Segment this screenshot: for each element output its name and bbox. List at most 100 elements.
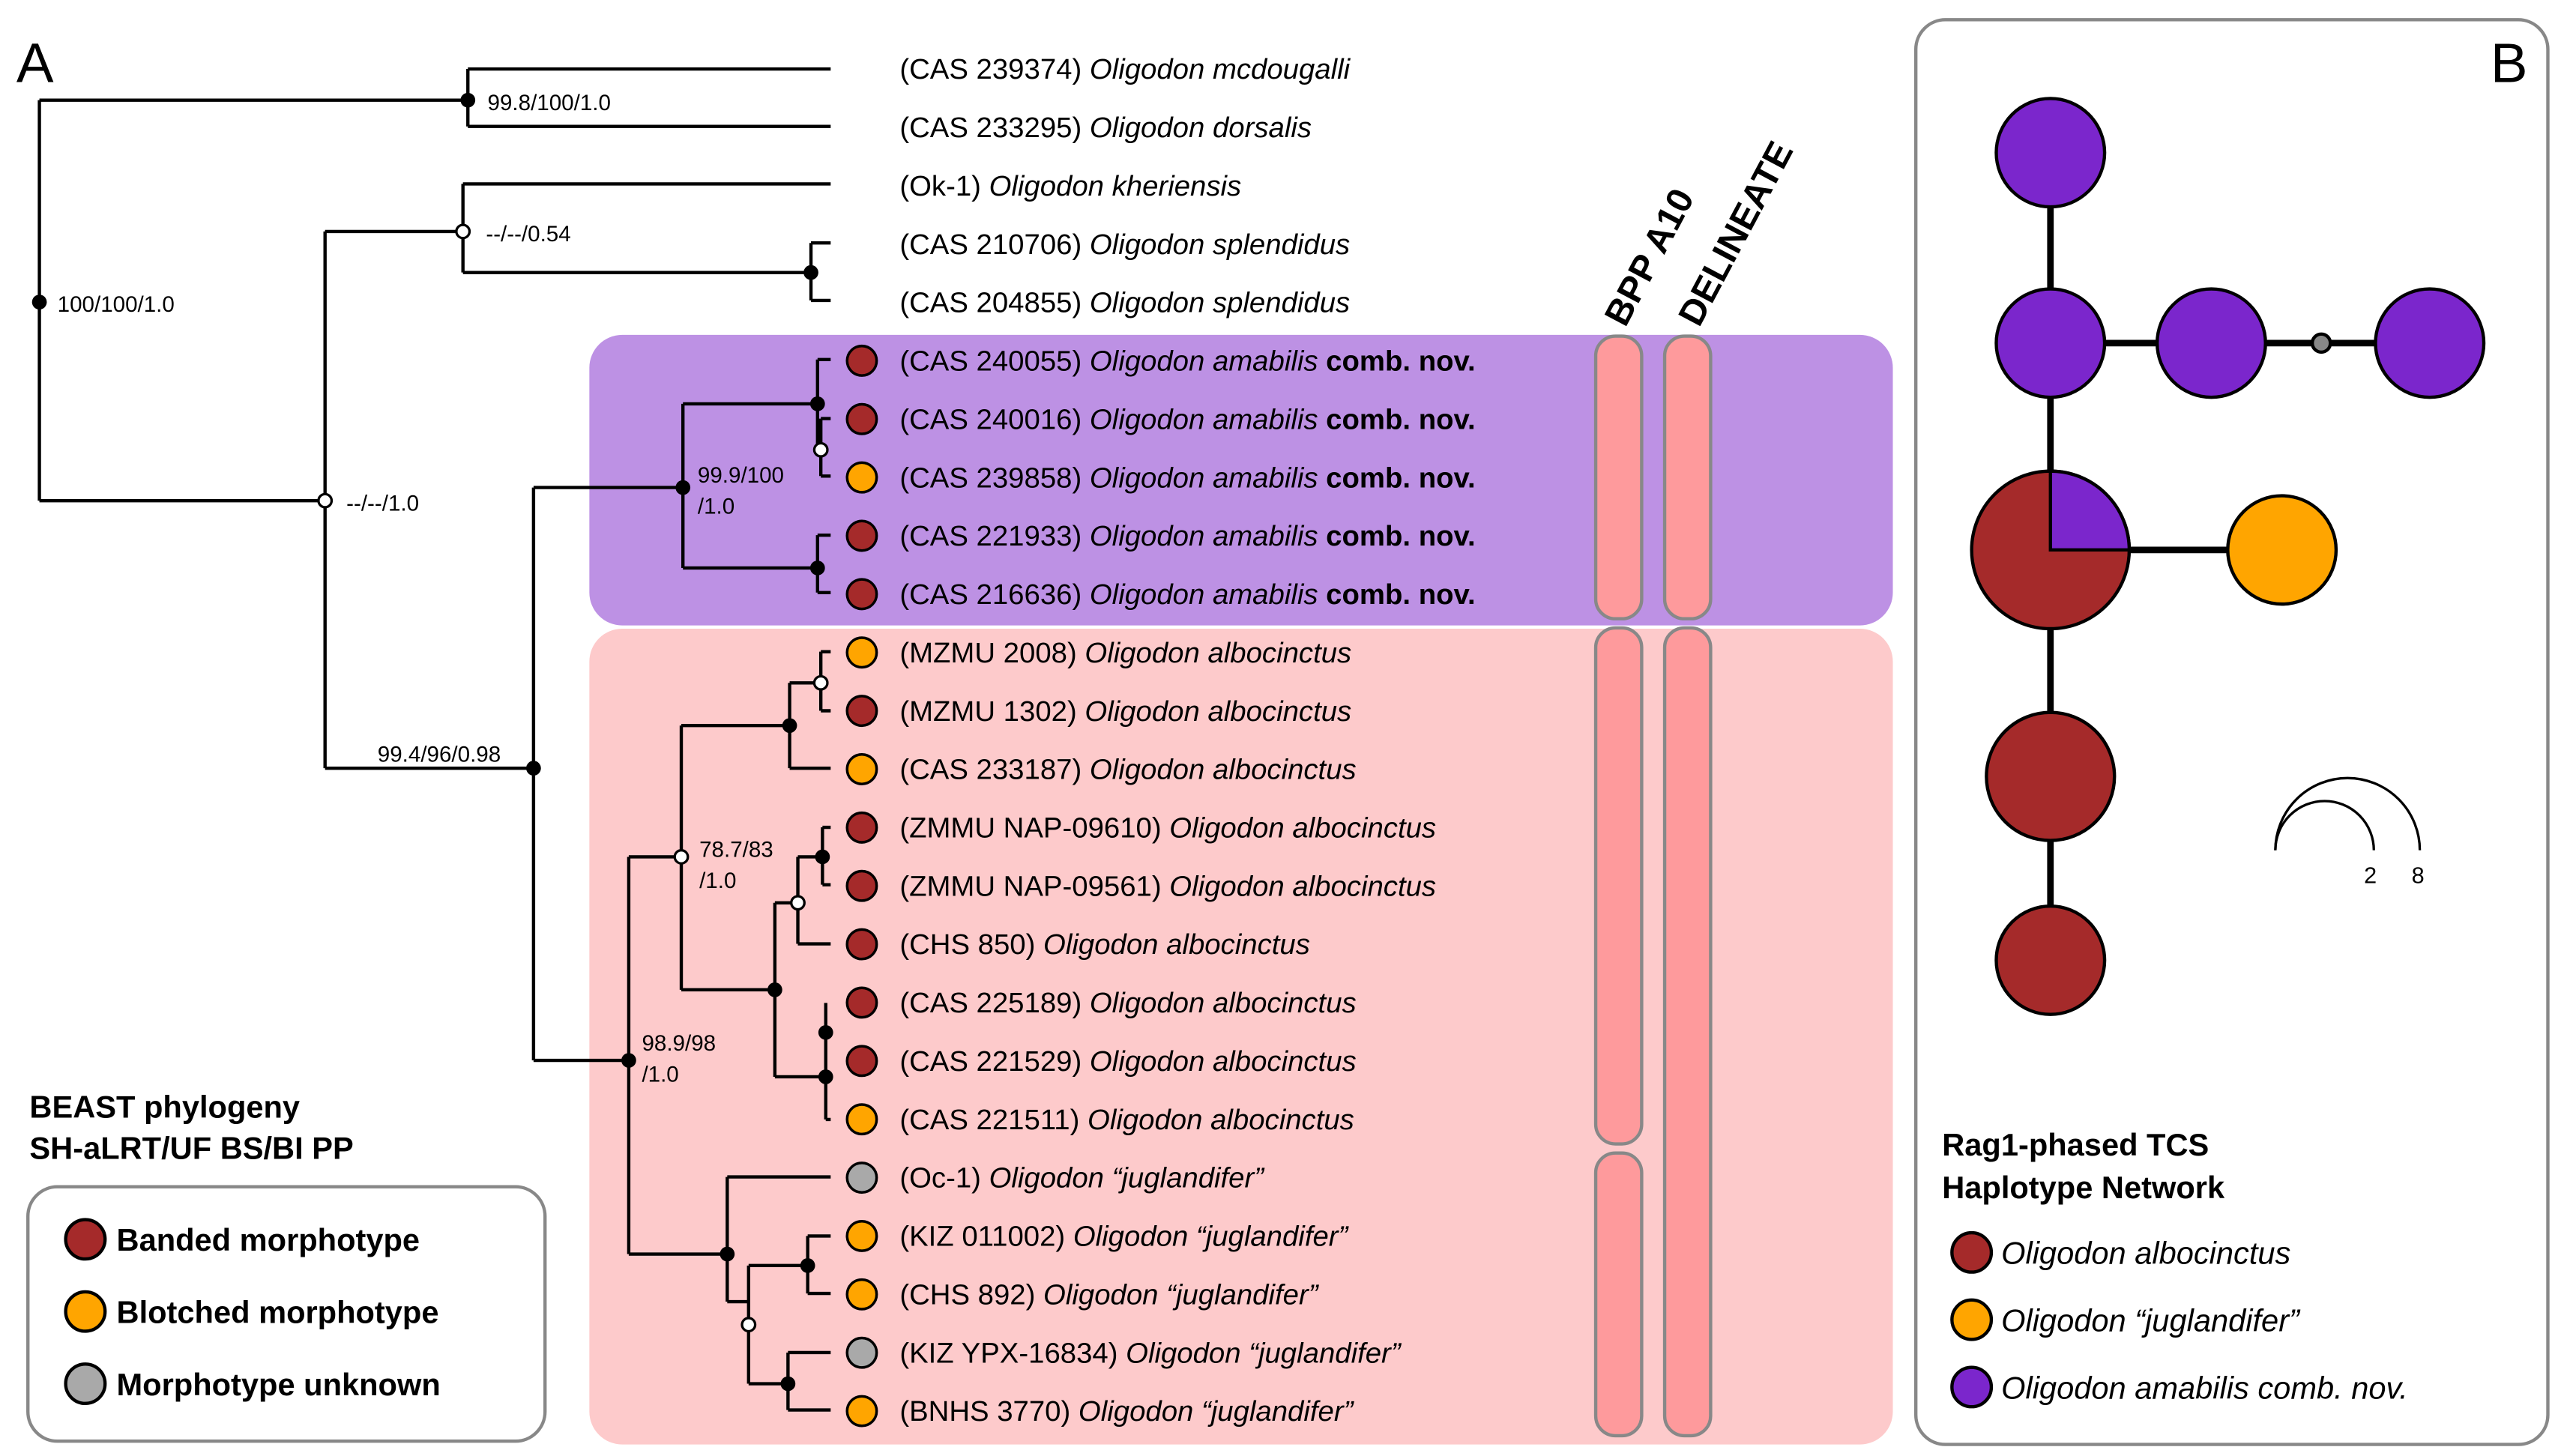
taxon-label: (CAS 233187) Oligodon albocinctus	[899, 754, 1356, 786]
taxon-voucher: (CHS 892)	[899, 1278, 1043, 1311]
taxon-epithet: albocinctus	[1207, 695, 1351, 728]
node-marker-open	[812, 674, 829, 691]
taxon-voucher: (Ok-1)	[899, 170, 989, 202]
taxon-epithet: albocinctus	[1292, 870, 1436, 902]
taxon-epithet: albocinctus	[1292, 812, 1436, 844]
taxon-genus: Oligodon	[1090, 579, 1213, 611]
node-marker-filled	[767, 982, 782, 997]
column-header-delineate: DELINEATE	[1671, 135, 1801, 332]
taxon-label: (CAS 221511) Oligodon albocinctus	[899, 1104, 1354, 1136]
support-labels: 100/100/1.0 99.8/100/1.0 --/--/0.54 --/-…	[58, 91, 784, 1087]
taxon-label: (CAS 233295) Oligodon dorsalis	[899, 112, 1312, 144]
taxon-genus: Oligodon	[1090, 520, 1213, 552]
taxon-epithet: albocinctus	[1210, 1104, 1354, 1136]
delimitation-bar-delineate	[1662, 334, 1713, 620]
morphotype-dot-banded	[845, 986, 878, 1019]
haplotype-node-albocinctus	[1994, 904, 2107, 1016]
taxon-voucher: (CAS 240055)	[899, 345, 1090, 378]
taxon-label: (CAS 225189) Oligodon albocinctus	[899, 987, 1356, 1019]
taxon-nomenclature-suffix: comb. nov.	[1318, 579, 1476, 611]
taxon-label: (CAS 216636) Oligodon amabilis comb. nov…	[899, 579, 1475, 611]
taxon-genus: Oligodon	[1126, 1337, 1249, 1369]
taxon-genus: Oligodon	[1079, 1395, 1201, 1428]
delimitation-bar-bpp-a10	[1593, 626, 1644, 1146]
morphotype-dot-banded	[845, 928, 878, 961]
taxon-voucher: (Oc-1)	[899, 1162, 989, 1194]
node-marker-filled	[818, 1069, 833, 1084]
support-label: /1.0	[698, 495, 734, 519]
taxon-voucher: (ZMMU NAP-09561)	[899, 870, 1169, 902]
taxon-voucher: (CAS 239374)	[899, 53, 1090, 85]
node-marker-filled	[675, 480, 691, 495]
taxon-label: (CHS 850) Oligodon albocinctus	[899, 928, 1310, 961]
support-label: 99.8/100/1.0	[488, 91, 611, 115]
morphotype-dot-banded	[845, 811, 878, 844]
support-label: 99.4/96/0.98	[378, 742, 501, 767]
taxon-epithet: splendidus	[1213, 229, 1350, 261]
taxon-epithet: amabilis	[1213, 579, 1318, 611]
taxon-genus: Oligodon	[1090, 462, 1213, 494]
taxon-label: (CAS 240016) Oligodon amabilis comb. nov…	[899, 403, 1475, 435]
taxon-voucher: (KIZ YPX-16834)	[899, 1337, 1126, 1369]
taxon-genus: Oligodon	[1090, 53, 1213, 85]
taxon-epithet: albocinctus	[1213, 1045, 1357, 1078]
morphotype-dot-blotched	[845, 1278, 878, 1311]
taxon-label: (CAS 210706) Oligodon splendidus	[899, 229, 1350, 261]
taxon-label: (CHS 892) Oligodon “juglandifer”	[899, 1278, 1319, 1311]
morphotype-dot-banded	[845, 402, 878, 435]
taxon-epithet: “juglandifer”	[1249, 1337, 1402, 1369]
tree-nodes	[31, 92, 833, 1392]
tree-legend-title: BEAST phylogeny	[29, 1090, 300, 1125]
taxon-voucher: (CAS 239858)	[899, 462, 1090, 494]
taxon-genus: Oligodon	[989, 1162, 1112, 1194]
haplotype-node-amabilis	[1994, 287, 2107, 399]
support-label: 78.7/83	[699, 837, 773, 862]
taxon-label: (CAS 239374) Oligodon mcdougalli	[899, 53, 1351, 85]
morphotype-dot-blotched	[845, 1219, 878, 1252]
taxon-label: (KIZ YPX-16834) Oligodon “juglandifer”	[899, 1337, 1402, 1369]
taxon-genus: Oligodon	[1169, 812, 1292, 844]
node-marker-open	[317, 492, 334, 509]
scale-arc-small	[2274, 800, 2375, 851]
taxon-nomenclature-suffix: comb. nov.	[1318, 462, 1476, 494]
legend-label: Morphotype unknown	[117, 1367, 441, 1402]
morphotype-dot-banded	[845, 344, 878, 377]
taxon-label: (KIZ 011002) Oligodon “juglandifer”	[899, 1221, 1349, 1253]
taxon-epithet: amabilis	[1213, 403, 1318, 435]
legend-label: Banded morphotype	[117, 1222, 420, 1257]
taxon-label: (CAS 240055) Oligodon amabilis comb. nov…	[899, 345, 1475, 378]
taxon-epithet: “juglandifer”	[1112, 1162, 1266, 1194]
scale-label-large: 8	[2412, 863, 2425, 888]
morphotype-dot-blotched	[845, 1103, 878, 1136]
network-subtitle: Haplotype Network	[1942, 1170, 2225, 1205]
delimitation-bar-bpp-a10	[1593, 1151, 1644, 1438]
network-title: Rag1-phased TCS	[1942, 1127, 2209, 1162]
taxon-epithet: amabilis	[1213, 520, 1318, 552]
morphotype-dot-blotched	[845, 753, 878, 785]
taxon-voucher: (CAS 221529)	[899, 1045, 1090, 1078]
taxon-epithet: amabilis	[1213, 345, 1318, 378]
taxon-label: (MZMU 2008) Oligodon albocinctus	[899, 637, 1351, 669]
node-marker-open	[455, 223, 471, 240]
support-label: --/--/0.54	[486, 222, 570, 247]
taxon-label: (ZMMU NAP-09610) Oligodon albocinctus	[899, 812, 1436, 844]
taxon-genus: Oligodon	[1085, 695, 1207, 728]
taxon-epithet: dorsalis	[1213, 112, 1312, 144]
network-legend-swatch-albocinctus	[1950, 1230, 1994, 1274]
panel-label-a: A	[16, 32, 54, 94]
delimitation-bar-delineate	[1662, 626, 1713, 1438]
taxon-labels: (CAS 239374) Oligodon mcdougalli (CAS 233…	[845, 53, 1476, 1428]
legend-swatch-unknown	[64, 1362, 107, 1406]
taxon-genus: Oligodon	[1073, 1221, 1196, 1253]
taxon-voucher: (BNHS 3770)	[899, 1395, 1079, 1428]
taxon-voucher: (CAS 221933)	[899, 520, 1090, 552]
node-marker-filled	[815, 849, 830, 865]
taxon-genus: Oligodon	[1090, 987, 1213, 1019]
taxon-label: (MZMU 1302) Oligodon albocinctus	[899, 695, 1351, 728]
legend-label: Blotched morphotype	[117, 1295, 439, 1330]
taxon-genus: Oligodon	[1090, 754, 1213, 786]
branch	[824, 1003, 831, 1122]
delimitation-bars	[1593, 334, 1713, 1438]
tree-legend-subtitle: SH-aLRT/UF BS/BI PP	[29, 1130, 353, 1165]
